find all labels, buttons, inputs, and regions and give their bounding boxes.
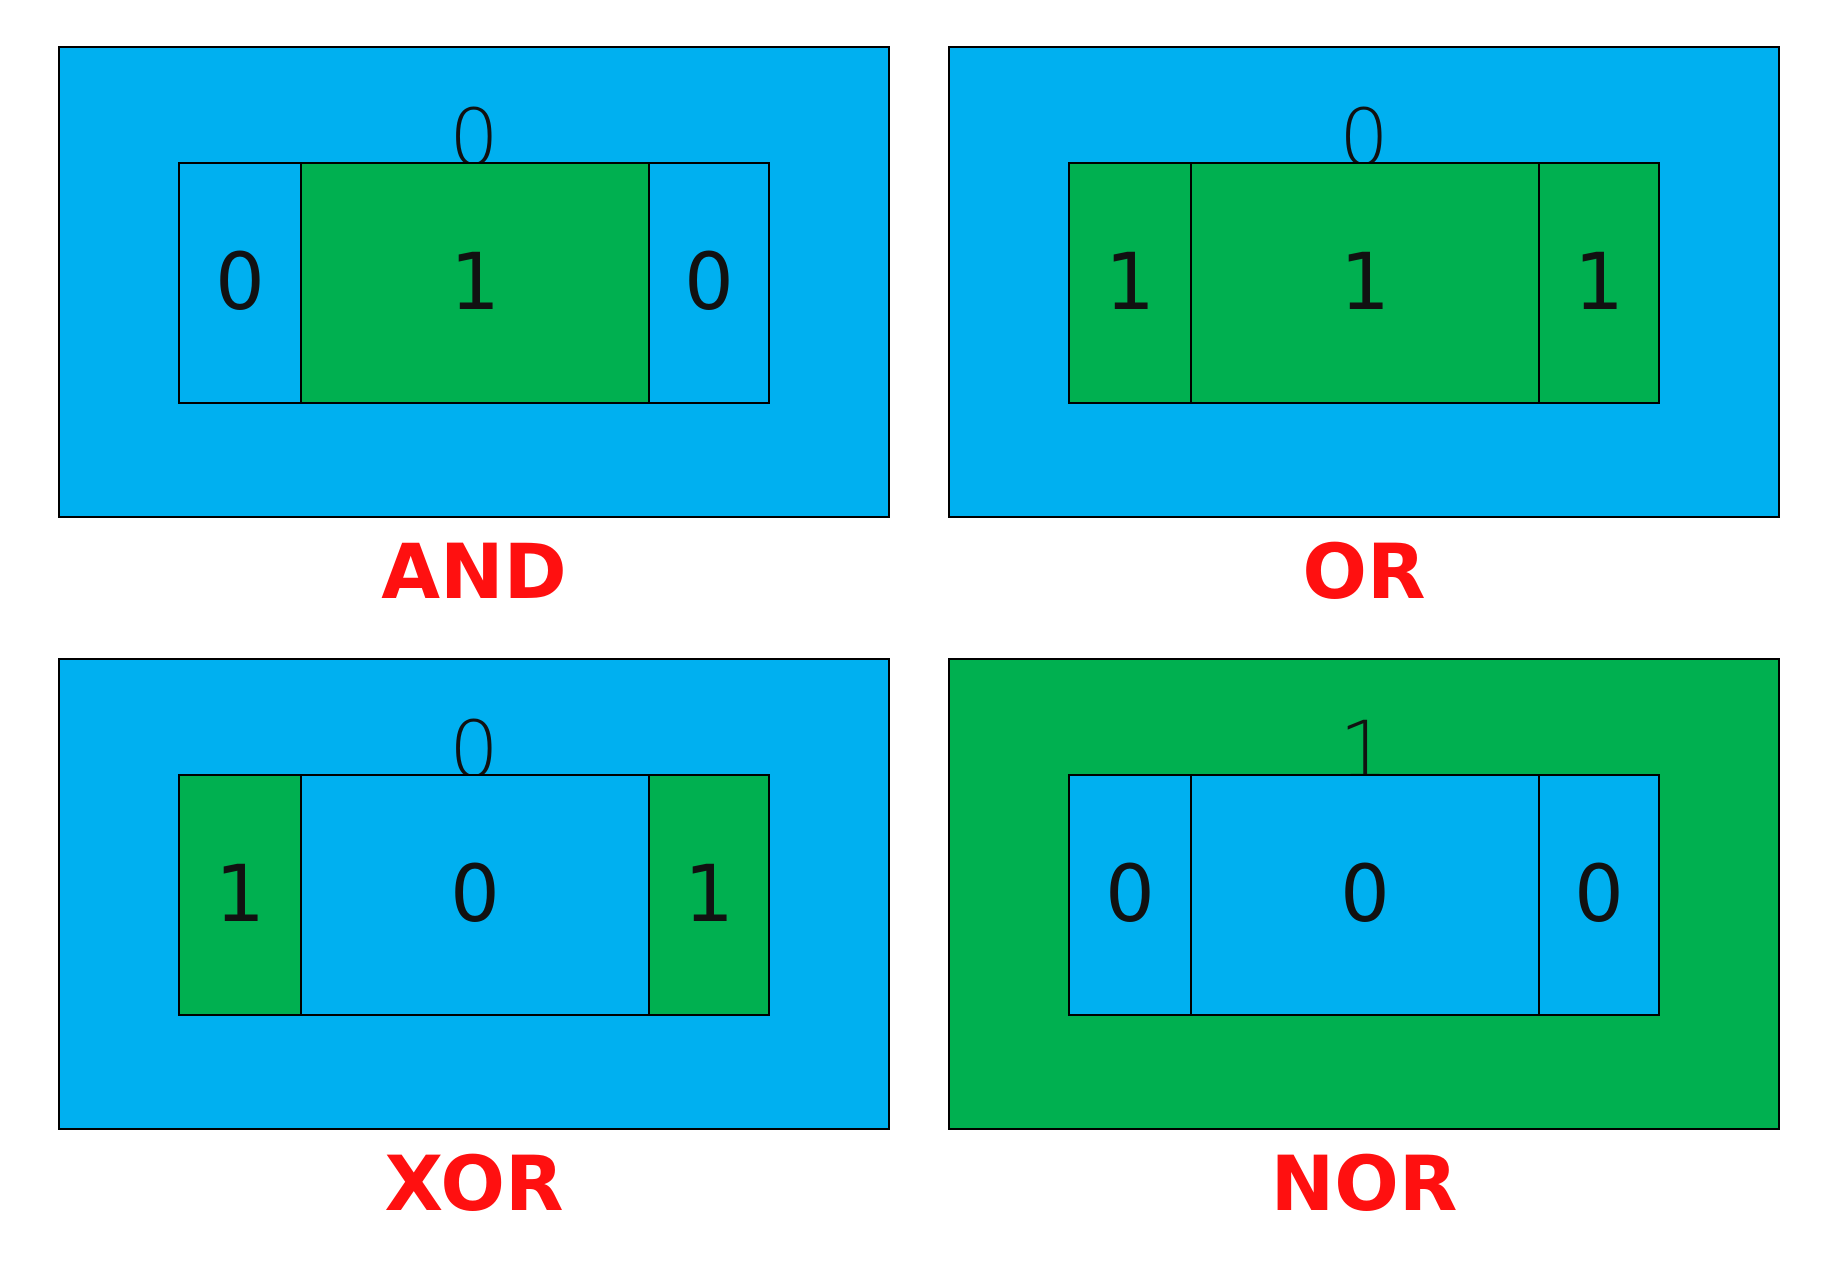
middle-cell: 1 [300,164,650,402]
and-label: AND [381,527,567,616]
left-cell: 1 [180,776,300,1014]
inner-row: 0 1 0 [178,162,770,404]
left-cell: 1 [1070,164,1190,402]
inner-row: 1 1 1 [1068,162,1660,404]
right-cell: 1 [1540,164,1658,402]
left-cell: 0 [180,164,300,402]
right-cell: 1 [650,776,768,1014]
left-cell: 0 [1070,776,1190,1014]
xor-gate-diagram: 0 1 0 1 [58,658,890,1130]
xor-label: XOR [384,1139,564,1228]
nor-gate-diagram: 1 0 0 0 [948,658,1780,1130]
right-cell: 0 [650,164,768,402]
middle-cell: 0 [300,776,650,1014]
middle-cell: 0 [1190,776,1540,1014]
and-gate-diagram: 0 0 1 0 [58,46,890,518]
or-label: OR [1302,527,1426,616]
inner-row: 0 0 0 [1068,774,1660,1016]
nor-label: NOR [1270,1139,1458,1228]
or-gate-diagram: 0 1 1 1 [948,46,1780,518]
inner-row: 1 0 1 [178,774,770,1016]
right-cell: 0 [1540,776,1658,1014]
middle-cell: 1 [1190,164,1540,402]
